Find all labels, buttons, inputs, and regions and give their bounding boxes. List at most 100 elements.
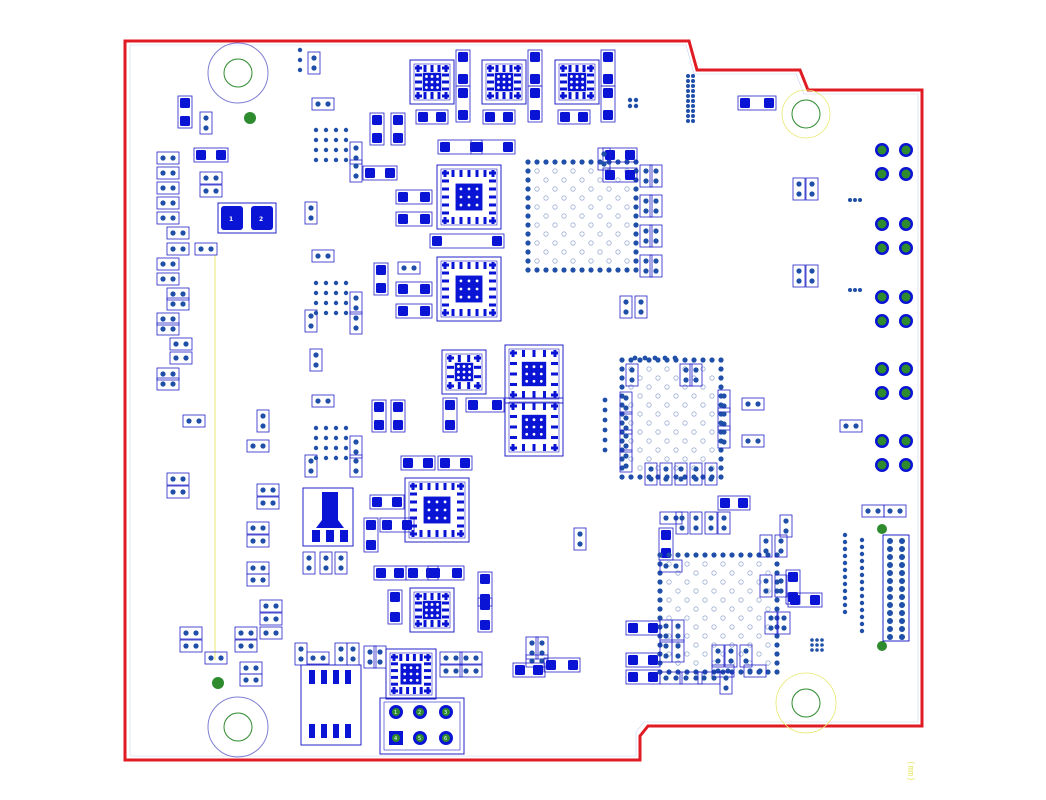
passive-footprint bbox=[397, 261, 421, 275]
left-passive bbox=[156, 166, 180, 180]
via-row bbox=[632, 355, 678, 361]
left-passive bbox=[156, 312, 180, 326]
via-array bbox=[313, 127, 349, 163]
smd-pad-pair bbox=[395, 189, 433, 205]
passive-footprint bbox=[182, 414, 206, 428]
passive-footprint bbox=[689, 363, 703, 387]
passive-footprint bbox=[525, 654, 549, 668]
mounting-holes bbox=[207, 42, 837, 758]
passive-footprint bbox=[439, 664, 463, 678]
header-pin-hole bbox=[392, 734, 400, 742]
header-pin-hole bbox=[416, 734, 424, 742]
small-bga bbox=[810, 638, 824, 652]
via-column bbox=[686, 74, 695, 123]
fiducials bbox=[212, 112, 887, 689]
left-passive bbox=[156, 367, 180, 381]
smd-pad-pair bbox=[455, 49, 471, 87]
passive-footprint bbox=[649, 224, 663, 248]
fine-pitch-connector bbox=[882, 534, 910, 642]
connector-hole-clusters bbox=[875, 143, 913, 472]
smd-pad-pair bbox=[177, 95, 193, 129]
passive-footprint bbox=[459, 664, 483, 678]
passive-footprint bbox=[259, 612, 283, 626]
passive-footprint bbox=[311, 97, 335, 111]
passive-footprint bbox=[199, 111, 213, 135]
passive-footprint bbox=[234, 626, 258, 640]
left-passive bbox=[156, 151, 180, 165]
smd-pad-pair bbox=[600, 85, 616, 123]
smd-pad-pair bbox=[602, 167, 638, 183]
passive-footprint bbox=[697, 671, 721, 685]
passive-footprint bbox=[639, 224, 653, 248]
passive-footprint bbox=[717, 425, 731, 449]
smd-pad-pair bbox=[415, 109, 449, 125]
smd-pad-pair bbox=[717, 495, 751, 511]
passive-footprint bbox=[304, 454, 318, 478]
passive-footprint bbox=[741, 434, 765, 448]
left-passive bbox=[169, 351, 193, 365]
qfn-footprint bbox=[409, 59, 455, 105]
smd-pad-pair bbox=[193, 147, 229, 163]
smd-pad-pair bbox=[470, 139, 516, 155]
passive-footprint bbox=[349, 159, 363, 183]
smd-pad-pair bbox=[482, 109, 516, 125]
smd-pad-pair bbox=[387, 589, 403, 625]
passive-footprint bbox=[649, 164, 663, 188]
tab-footprint bbox=[302, 487, 354, 547]
header-pin-label: 4 bbox=[394, 736, 397, 742]
passive-footprint bbox=[639, 194, 653, 218]
board-outline bbox=[123, 39, 924, 762]
component-footprints bbox=[156, 47, 907, 700]
passive-footprint bbox=[689, 511, 703, 535]
via-cluster bbox=[627, 97, 639, 109]
qfn-footprint bbox=[385, 648, 437, 700]
via-column bbox=[842, 532, 848, 615]
passive-footprint bbox=[346, 642, 360, 666]
qfn-footprint bbox=[504, 344, 564, 404]
via-row bbox=[848, 288, 862, 292]
passive-footprint bbox=[349, 454, 363, 478]
header-pin-hole bbox=[442, 734, 450, 742]
qfn-footprint bbox=[481, 59, 527, 105]
smd-pad-pair bbox=[477, 597, 493, 633]
passive-footprint bbox=[256, 483, 280, 497]
smd-pad-pair bbox=[512, 662, 546, 678]
soic-footprint bbox=[300, 664, 362, 746]
smd-pad-pair bbox=[369, 112, 385, 146]
passive-footprint bbox=[704, 462, 718, 486]
smd-pad-pair bbox=[379, 517, 415, 533]
power-pad-group: 1 2 bbox=[217, 202, 277, 234]
smd-pad-pair bbox=[543, 657, 581, 673]
qfn-footprint bbox=[504, 397, 564, 457]
passive-footprint bbox=[349, 311, 363, 335]
header-pin-hole bbox=[416, 708, 424, 716]
bga-via-field-lower bbox=[657, 552, 780, 675]
smd-pad-pair bbox=[395, 281, 433, 297]
passive-footprint bbox=[883, 504, 907, 518]
smd-pad-pair bbox=[437, 455, 473, 471]
smd-pad-pair bbox=[371, 399, 387, 433]
passive-footprint bbox=[649, 194, 663, 218]
smd-pad-pair bbox=[787, 592, 823, 608]
smd-pad-pair bbox=[395, 211, 433, 227]
passive-footprint bbox=[639, 254, 653, 278]
passive-footprint bbox=[194, 242, 218, 256]
smd-pad-pair bbox=[400, 455, 436, 471]
passive-footprint bbox=[619, 429, 633, 453]
smd-pad-pair bbox=[427, 565, 465, 581]
passive-footprint bbox=[363, 645, 377, 669]
passive-footprint bbox=[759, 534, 773, 558]
passive-footprint bbox=[619, 449, 633, 473]
passive-footprint bbox=[334, 551, 348, 575]
passive-footprint bbox=[309, 348, 323, 372]
passive-footprint bbox=[674, 462, 688, 486]
left-passive bbox=[166, 297, 190, 311]
passive-footprint bbox=[246, 439, 270, 453]
passive-footprint bbox=[675, 511, 689, 535]
smd-pad-pair bbox=[395, 303, 433, 319]
passive-footprint bbox=[689, 462, 703, 486]
passive-footprint bbox=[349, 435, 363, 459]
passive-footprint bbox=[839, 419, 863, 433]
